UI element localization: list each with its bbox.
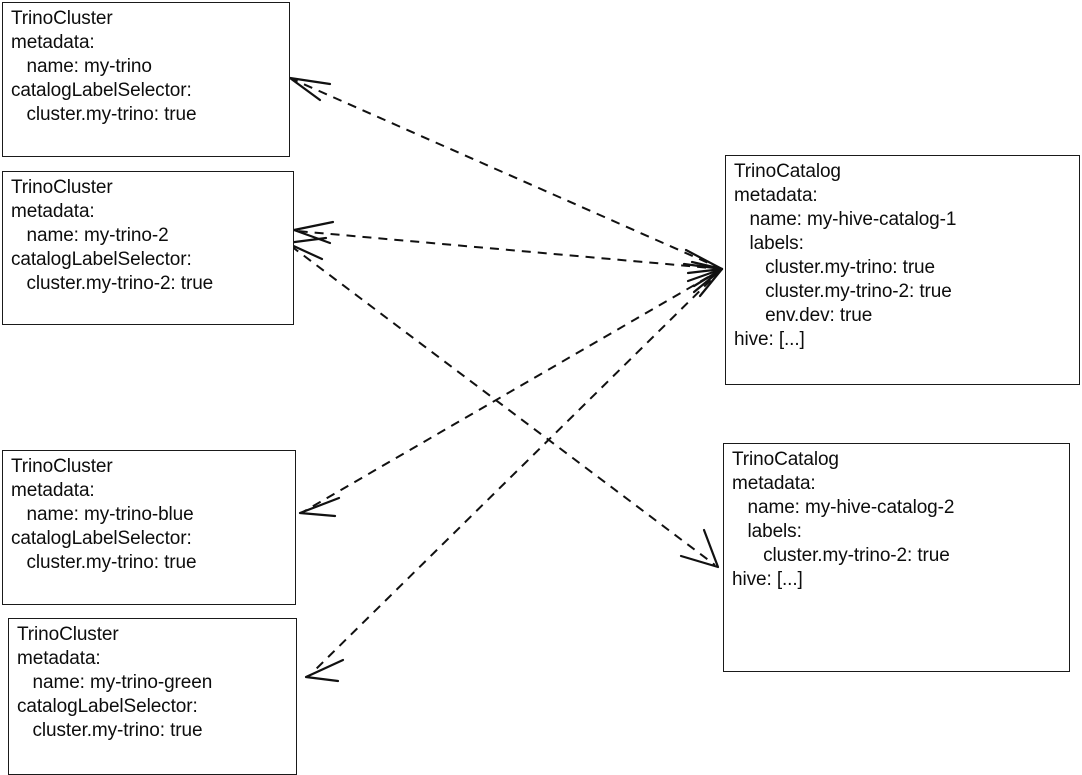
node-trinocluster-my-trino[interactable]: TrinoCluster metadata: name: my-trino ca… bbox=[2, 2, 290, 157]
node-trinocatalog-my-hive-catalog-2[interactable]: TrinoCatalog metadata: name: my-hive-cat… bbox=[723, 443, 1070, 672]
arrowhead-icon bbox=[686, 267, 724, 294]
arrowhead-icon bbox=[288, 76, 332, 102]
edge-line bbox=[290, 245, 716, 566]
arrowhead-icon bbox=[679, 528, 720, 569]
edge-catalog1-to-cluster-my-trino bbox=[288, 76, 724, 271]
node-yaml-text: TrinoCluster metadata: name: my-trino-2 … bbox=[11, 177, 214, 294]
edge-line bbox=[291, 78, 723, 270]
node-trinocluster-my-trino-green[interactable]: TrinoCluster metadata: name: my-trino-gr… bbox=[8, 618, 297, 775]
node-yaml-text: TrinoCluster metadata: name: my-trino-gr… bbox=[17, 624, 213, 741]
edge-line bbox=[311, 268, 723, 674]
node-trinocluster-my-trino-2[interactable]: TrinoCluster metadata: name: my-trino-2 … bbox=[2, 171, 294, 325]
node-trinocluster-my-trino-blue[interactable]: TrinoCluster metadata: name: my-trino-bl… bbox=[2, 450, 296, 605]
edge-catalog1-to-cluster-my-trino-green bbox=[304, 267, 724, 683]
arrowhead-icon bbox=[692, 267, 724, 298]
edge-cluster-my-trino-2-to-catalog2 bbox=[285, 236, 720, 569]
arrowhead-icon bbox=[304, 658, 345, 683]
node-yaml-text: TrinoCluster metadata: name: my-trino ca… bbox=[11, 8, 197, 125]
arrowhead-icon bbox=[684, 248, 724, 271]
node-trinocatalog-my-hive-catalog-1[interactable]: TrinoCatalog metadata: name: my-hive-cat… bbox=[725, 155, 1080, 385]
arrowhead-icon bbox=[682, 262, 724, 275]
arrowhead-icon bbox=[292, 220, 335, 245]
node-yaml-text: TrinoCatalog metadata: name: my-hive-cat… bbox=[734, 161, 957, 350]
edge-catalog1-to-cluster-my-trino-2 bbox=[292, 220, 724, 275]
node-yaml-text: TrinoCluster metadata: name: my-trino-bl… bbox=[11, 456, 197, 573]
edge-line bbox=[302, 268, 723, 513]
edge-line bbox=[296, 230, 723, 270]
node-yaml-text: TrinoCatalog metadata: name: my-hive-cat… bbox=[732, 449, 955, 590]
arrowhead-icon bbox=[298, 496, 341, 518]
edge-catalog1-to-cluster-my-trino-blue bbox=[298, 267, 724, 518]
